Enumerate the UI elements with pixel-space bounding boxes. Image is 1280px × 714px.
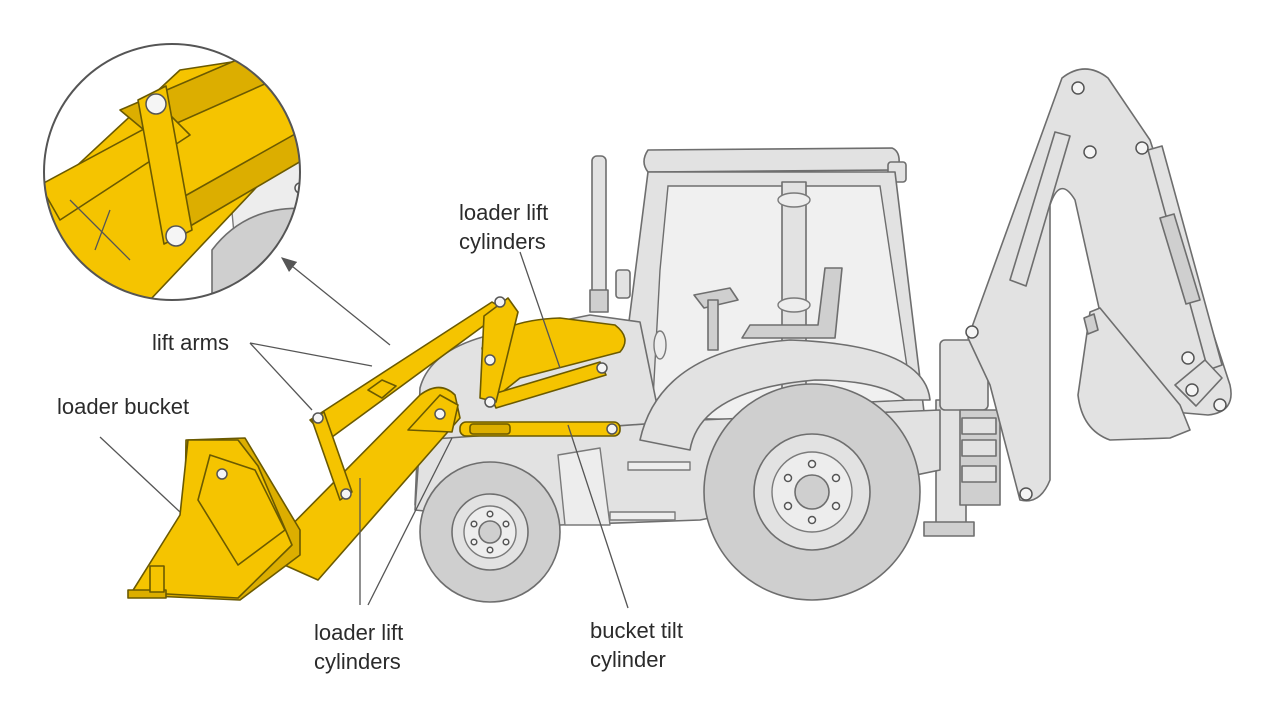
loader-assembly: [127, 296, 626, 601]
leader-lines: [99, 251, 629, 609]
label-loader-lift-cylinders-top: loader lift cylinders: [459, 198, 548, 256]
rear-wheel: [703, 383, 921, 601]
label-line: loader lift: [314, 620, 404, 645]
front-wheel: [419, 461, 561, 603]
label-loader-bucket: loader bucket: [57, 394, 190, 419]
label-line: cylinders: [314, 649, 401, 674]
label-loader-lift-cylinders-bottom: loader lift cylinders: [314, 618, 403, 676]
label-bucket-tilt-cylinder: bucket tilt cylinder: [590, 616, 683, 674]
label-line: cylinder: [590, 647, 666, 672]
backhoe-assembly: [923, 68, 1232, 537]
zoom-inset: [43, 43, 301, 301]
label-line: cylinders: [459, 229, 546, 254]
label-line: bucket tilt: [590, 618, 683, 643]
label-lift-arms: lift arms: [152, 330, 229, 355]
label-line: loader lift: [459, 200, 549, 225]
